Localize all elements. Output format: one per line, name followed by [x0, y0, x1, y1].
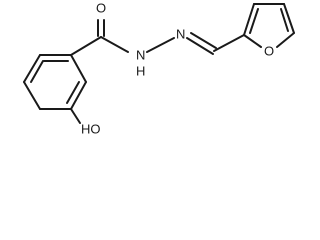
furan-ring — [243, 3, 295, 48]
imine-double-bond — [186, 37, 214, 55]
furan-bond — [283, 3, 295, 34]
furan-double-bond — [249, 8, 259, 34]
carbonyl-nh-bond — [100, 36, 129, 53]
hydroxyl-label: HO — [81, 121, 101, 136]
imine-double-bond — [190, 32, 217, 49]
benzene-bond — [23, 54, 41, 83]
nitrogen-nitrogen-bond — [146, 37, 175, 53]
amide-hydrogen-label: H — [136, 63, 145, 78]
benzene-bond — [70, 54, 87, 83]
ring-carbonyl-bond — [70, 36, 102, 56]
benzene-double-bond — [30, 60, 44, 83]
benzene-double-bond — [66, 81, 80, 104]
benzene-bond — [23, 81, 41, 110]
furan-oxygen-label: O — [264, 43, 274, 58]
amide-nitrogen-label: N — [136, 47, 145, 62]
furan-bond — [276, 32, 295, 48]
benzene-bond — [70, 81, 87, 110]
furan-bond — [243, 34, 262, 48]
benzene-ring — [23, 54, 87, 110]
methine-furan-bond — [213, 34, 245, 52]
carbonyl-oxygen-label: O — [96, 0, 106, 15]
chemical-structure-diagram: HO O N H N O — [23, 0, 295, 136]
hydroxyl-bond — [70, 108, 81, 124]
furan-bond — [243, 3, 255, 36]
imine-nitrogen-label: N — [176, 26, 185, 41]
furan-double-bond — [280, 8, 289, 32]
